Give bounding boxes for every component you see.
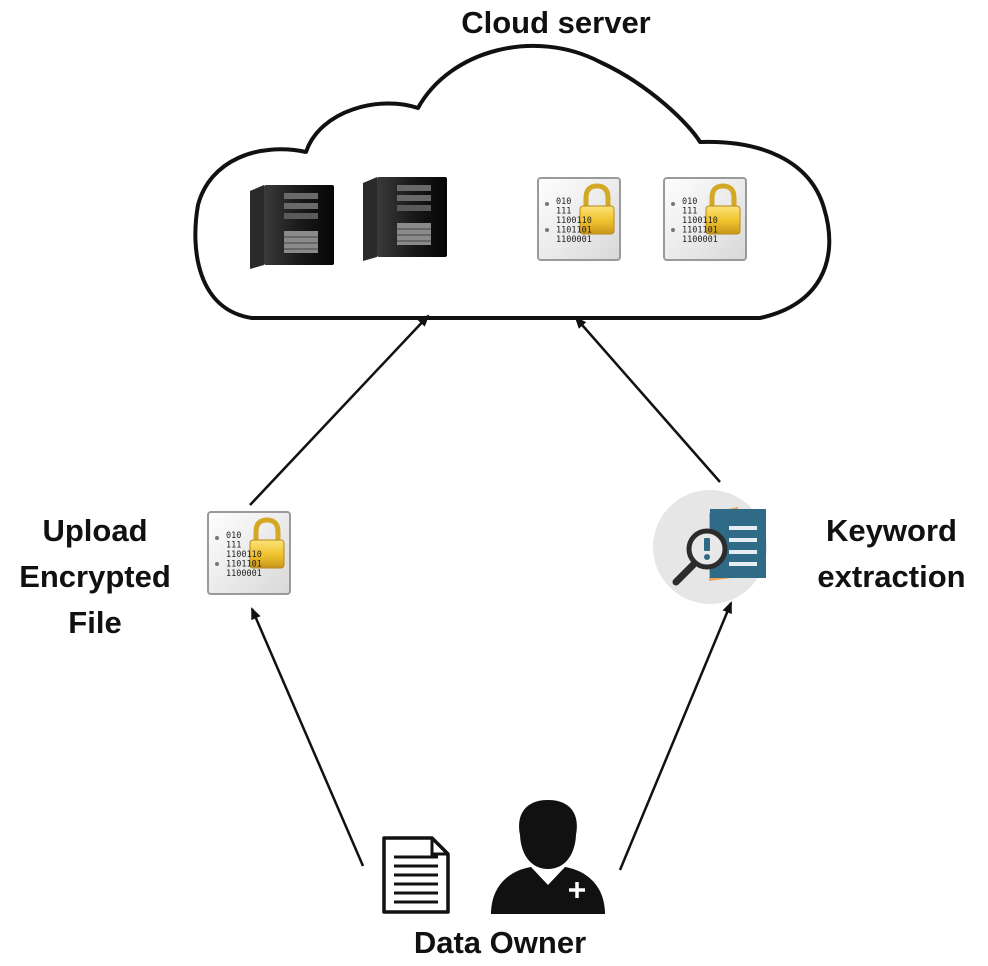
binary-line: 1100110 bbox=[226, 550, 262, 560]
binary-line: 1100001 bbox=[226, 569, 262, 579]
binary-line: 1100001 bbox=[682, 235, 718, 245]
server-icon bbox=[362, 176, 448, 262]
keyword-label-line: extraction bbox=[817, 559, 966, 594]
keyword-label-line: Keyword bbox=[826, 513, 957, 548]
cloud-server-title: Cloud server bbox=[461, 5, 651, 40]
binary-line: 111 bbox=[226, 541, 241, 551]
upload-label-line: Upload bbox=[42, 513, 148, 548]
binary-line: 111 bbox=[556, 207, 571, 217]
data-owner-label: Data Owner bbox=[413, 925, 587, 960]
server-icon bbox=[249, 184, 335, 270]
binary-line: 010 bbox=[226, 531, 241, 541]
document-icon bbox=[382, 836, 450, 914]
binary-line: 1100110 bbox=[682, 216, 718, 226]
binary-line: 1101101 bbox=[682, 226, 718, 236]
upload-label-line: File bbox=[68, 605, 122, 640]
binary-line: 1101101 bbox=[556, 226, 592, 236]
arrow-owner-to-keyword bbox=[618, 601, 733, 871]
keyword-extraction-label: Keyword extraction bbox=[795, 508, 988, 600]
user-icon bbox=[491, 800, 605, 914]
binary-line: 1100110 bbox=[556, 216, 592, 226]
upload-label-line: Encrypted bbox=[19, 559, 171, 594]
binary-line: 010 bbox=[556, 197, 571, 207]
arrow-upload-to-cloud bbox=[249, 314, 430, 506]
upload-encrypted-file-label: Upload Encrypted File bbox=[0, 508, 190, 646]
binary-line: 1100001 bbox=[556, 235, 592, 245]
binary-line: 111 bbox=[682, 207, 697, 217]
binary-line: 010 bbox=[682, 197, 697, 207]
arrow-keyword-to-cloud bbox=[574, 316, 721, 483]
arrow-owner-to-upload bbox=[250, 607, 365, 867]
binary-line: 1101101 bbox=[226, 560, 262, 570]
keyword-search-icon bbox=[653, 490, 767, 604]
